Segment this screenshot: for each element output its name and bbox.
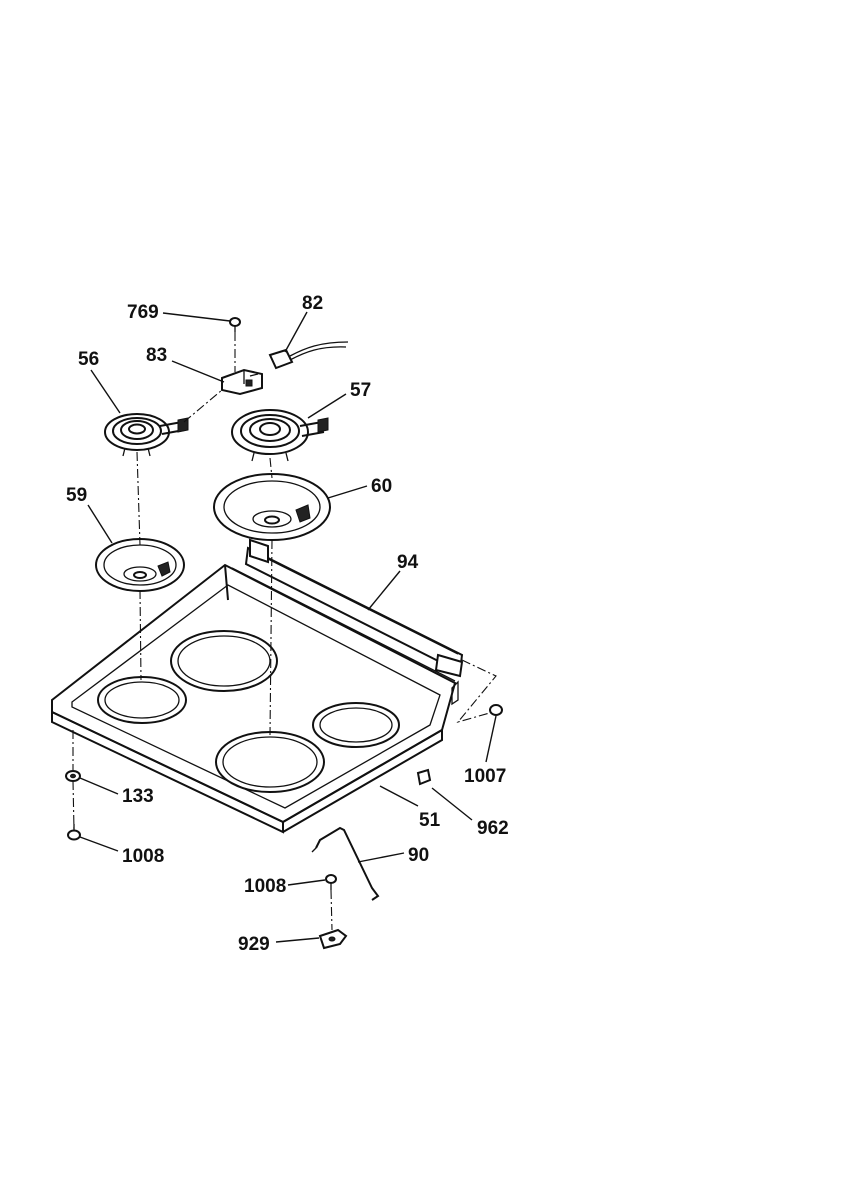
- terminal-block-82: [268, 341, 349, 370]
- callout-59: 59: [66, 485, 87, 506]
- assembly-lines: [72, 332, 333, 931]
- cooktop-opening-rear-left: [170, 630, 278, 692]
- callout-769: 769: [127, 302, 159, 323]
- screw-1008-bottom: [325, 874, 337, 890]
- surface-element-56: [104, 413, 189, 457]
- callout-56: 56: [78, 349, 99, 370]
- cooktop-opening-rear-right: [312, 702, 400, 748]
- drip-pan-60: [213, 473, 331, 541]
- cooktop-main-top: [51, 563, 457, 834]
- nut-1007: [489, 704, 503, 716]
- callout-60: 60: [371, 476, 392, 497]
- callout-1008-bottom: 1008: [244, 876, 286, 897]
- support-rod-90: [311, 826, 380, 901]
- cooktop-opening-front-right: [215, 731, 325, 793]
- callout-962: 962: [477, 818, 509, 839]
- screw-769: [229, 317, 241, 332]
- screw-1008-left: [67, 824, 81, 841]
- rear-trim-94: [244, 538, 501, 724]
- callout-90: 90: [408, 845, 429, 866]
- callout-1008-left: 1008: [122, 846, 164, 867]
- callout-82: 82: [302, 293, 323, 314]
- clip-962: [416, 768, 432, 786]
- drip-pan-59: [95, 538, 185, 592]
- callout-94: 94: [397, 552, 419, 573]
- callout-labels: 769 82 56 83 57 59 60 94 1007 133 51 962…: [66, 293, 509, 955]
- callout-83: 83: [146, 345, 167, 366]
- bracket-929: [318, 928, 348, 950]
- surface-element-57: [231, 409, 329, 462]
- callout-51: 51: [419, 810, 441, 831]
- callout-929: 929: [238, 934, 270, 955]
- receptacle-83: [221, 368, 263, 396]
- leader-lines: [79, 311, 497, 943]
- callout-57: 57: [350, 380, 371, 401]
- callout-133: 133: [122, 786, 154, 807]
- washer-133: [65, 770, 81, 782]
- callout-1007: 1007: [464, 766, 506, 787]
- cooktop-opening-front-left: [97, 676, 187, 724]
